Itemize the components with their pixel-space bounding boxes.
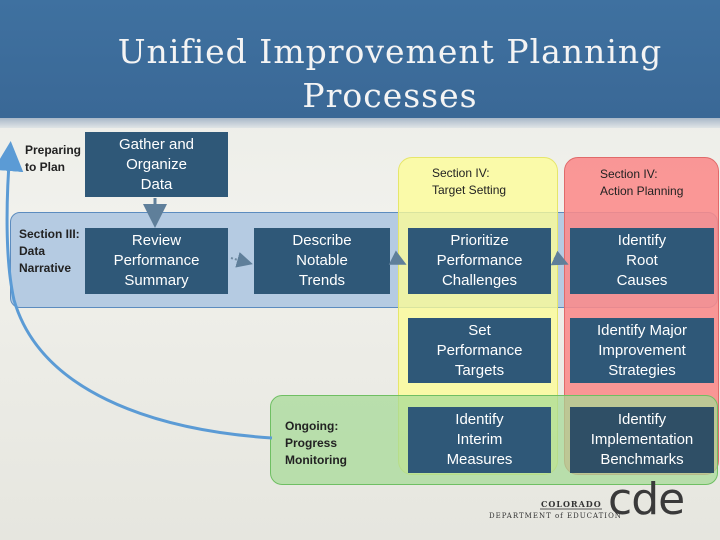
preparing-to-plan-label: Preparing to Plan: [25, 143, 82, 174]
title-banner: [0, 0, 720, 118]
action-planning-label: Section IV: Action Planning: [600, 167, 684, 198]
arrow-review-to-describe: [230, 252, 253, 268]
arrow-describe-to-prioritize: [388, 250, 407, 265]
logo-mark: cde: [608, 474, 685, 525]
target-setting-label: Section IV: Target Setting: [432, 166, 507, 197]
arrow-monitoring-to-preparing: [0, 141, 273, 440]
ongoing-monitoring-label: Ongoing: Progress Monitoring: [285, 419, 347, 467]
slide-title: Unified Improvement Planning Processes: [60, 30, 720, 118]
logo-colorado: COLORADO: [541, 499, 602, 509]
title-line-2: Processes: [302, 76, 478, 115]
banner-divider: [0, 118, 720, 128]
section-iii-label: Section III: Data Narrative: [19, 227, 80, 275]
logo-department: DEPARTMENT of EDUCATION: [489, 512, 622, 520]
title-line-1: Unified Improvement Planning: [117, 32, 663, 71]
